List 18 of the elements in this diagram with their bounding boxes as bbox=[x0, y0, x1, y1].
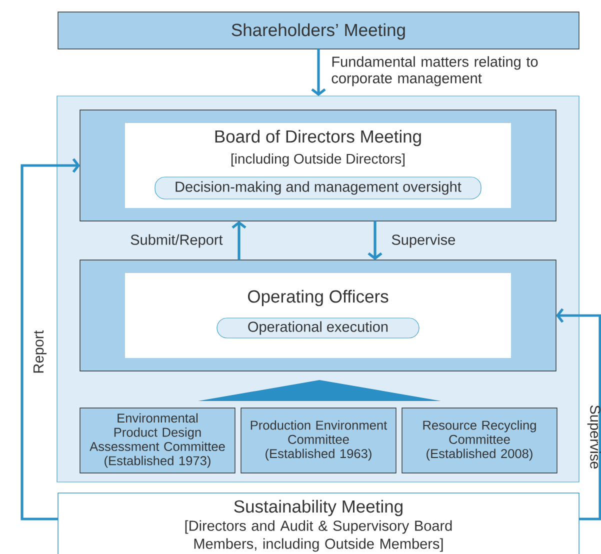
triangle-shape bbox=[198, 380, 441, 401]
arrow bbox=[556, 308, 601, 520]
edge-label: Submit/Report bbox=[130, 234, 223, 248]
meeting-box: Sustainability Meeting [Directors and Audit & Supervisory Board Members, including Outside Members] bbox=[58, 492, 580, 554]
role-pill: Operational execution bbox=[216, 318, 420, 338]
role-pill: Decision-making and management oversight bbox=[154, 176, 482, 200]
edge-label: Fundamental matters relating to corporate management bbox=[332, 56, 538, 86]
arrow bbox=[311, 49, 326, 96]
meeting-box: Shareholders’ Meeting bbox=[58, 12, 580, 50]
arrow bbox=[368, 221, 382, 260]
edge-label: Report bbox=[34, 330, 46, 373]
edge-label: Supervise bbox=[587, 405, 601, 469]
edge-label: Supervise bbox=[392, 234, 456, 248]
arrow bbox=[232, 221, 246, 260]
committee-box: Production Environment Committee (Established 1963) bbox=[240, 408, 396, 474]
committee-box: Environmental Product Design Assessment Committee (Established 1973) bbox=[80, 408, 236, 474]
arrow bbox=[20, 158, 80, 520]
committee-box: Resource Recycling Committee (Established 2008) bbox=[402, 408, 558, 474]
